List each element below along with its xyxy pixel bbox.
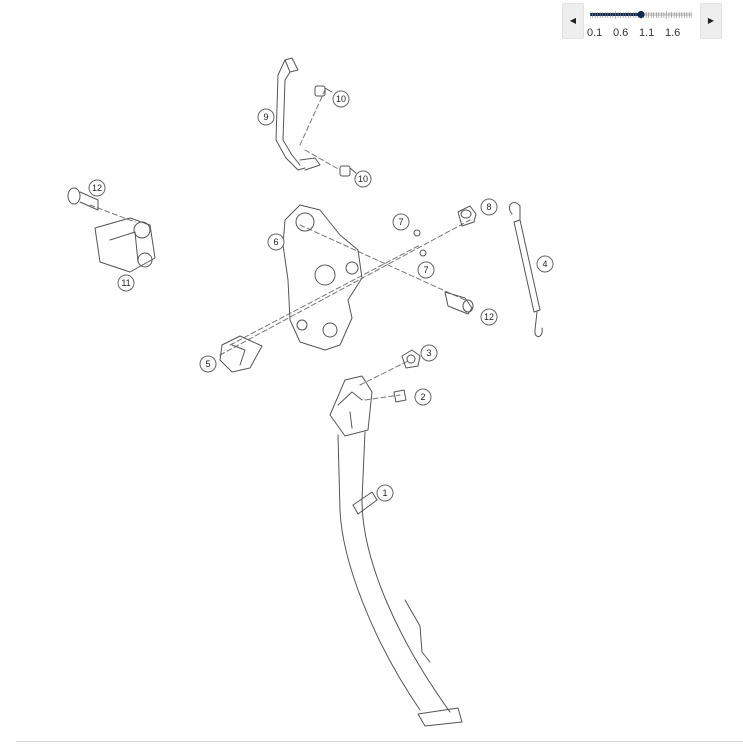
part-mount-plate-6 [282,204,363,351]
zoom-slider-handle[interactable] [637,11,645,19]
zoom-tick-label-1: 0.1 [587,27,603,39]
callout-label-8: 8 [486,202,491,212]
part-screw-2 [393,389,407,403]
callout-marker-12-left [88,179,106,197]
callout-label-1: 1 [382,488,387,498]
callout-label-7-upper: 7 [398,217,403,227]
part-nut-7-lower [419,249,427,257]
assembly-lines [89,89,471,401]
part-bolt-12-left [67,187,99,211]
callout-marker-4 [536,255,554,273]
part-screw-10-upper [314,85,333,97]
callout-label-9: 9 [263,112,268,122]
callout-marker-5 [199,355,217,373]
part-bolt-12-right [444,291,474,315]
part-spring-4 [508,202,543,337]
callout-label-10-lower: 10 [358,174,368,184]
triangle-right-icon: ▶ [707,16,715,25]
callout-label-6: 6 [273,237,278,247]
callout-marker-7-upper [392,213,410,231]
callout-marker-9 [257,108,275,126]
callout-marker-7-lower [417,261,435,279]
callout-label-7-lower: 7 [423,265,428,275]
part-nut-7-upper [413,229,421,237]
callout-label-11: 11 [121,278,130,288]
part-bracket-9 [275,57,321,171]
zoom-tick-label-2: 0.6 [613,27,629,39]
bottom-divider [16,741,743,742]
callout-marker-3 [420,344,438,362]
callout-marker-10-lower [354,170,372,188]
callout-label-4: 4 [542,259,547,269]
callout-marker-1 [376,484,394,502]
zoom-tick-label-3: 1.1 [639,27,655,39]
part-clip-5 [219,335,263,373]
zoom-control: ◀ 0.1 0.6 1.1 1.6 ▶ [560,3,722,39]
callout-marker-2 [414,388,432,406]
callout-label-12-left: 12 [92,183,102,193]
zoom-tick-label-4: 1.6 [665,27,681,39]
callout-marker-12-right [480,308,498,326]
callout-label-5: 5 [205,359,210,369]
callout-marker-10-upper [332,90,350,108]
triangle-left-icon: ◀ [569,16,577,25]
part-screw-10-lower [339,165,357,177]
part-sleeve-8 [457,205,477,227]
callout-label-3: 3 [426,348,431,358]
callout-label-10-upper: 10 [336,94,346,104]
part-bushing-11 [94,217,156,273]
callout-marker-8 [480,198,498,216]
zoom-out-button[interactable]: ◀ [562,3,584,39]
callout-label-12-right: 12 [484,312,494,322]
callout-label-2: 2 [420,392,425,402]
callout-marker-6 [267,233,285,251]
zoom-slider[interactable] [590,11,692,19]
callout-marker-11 [117,274,135,292]
part-kickstand-1 [329,375,463,727]
zoom-in-button[interactable]: ▶ [700,3,722,39]
part-cap-3 [401,349,421,369]
